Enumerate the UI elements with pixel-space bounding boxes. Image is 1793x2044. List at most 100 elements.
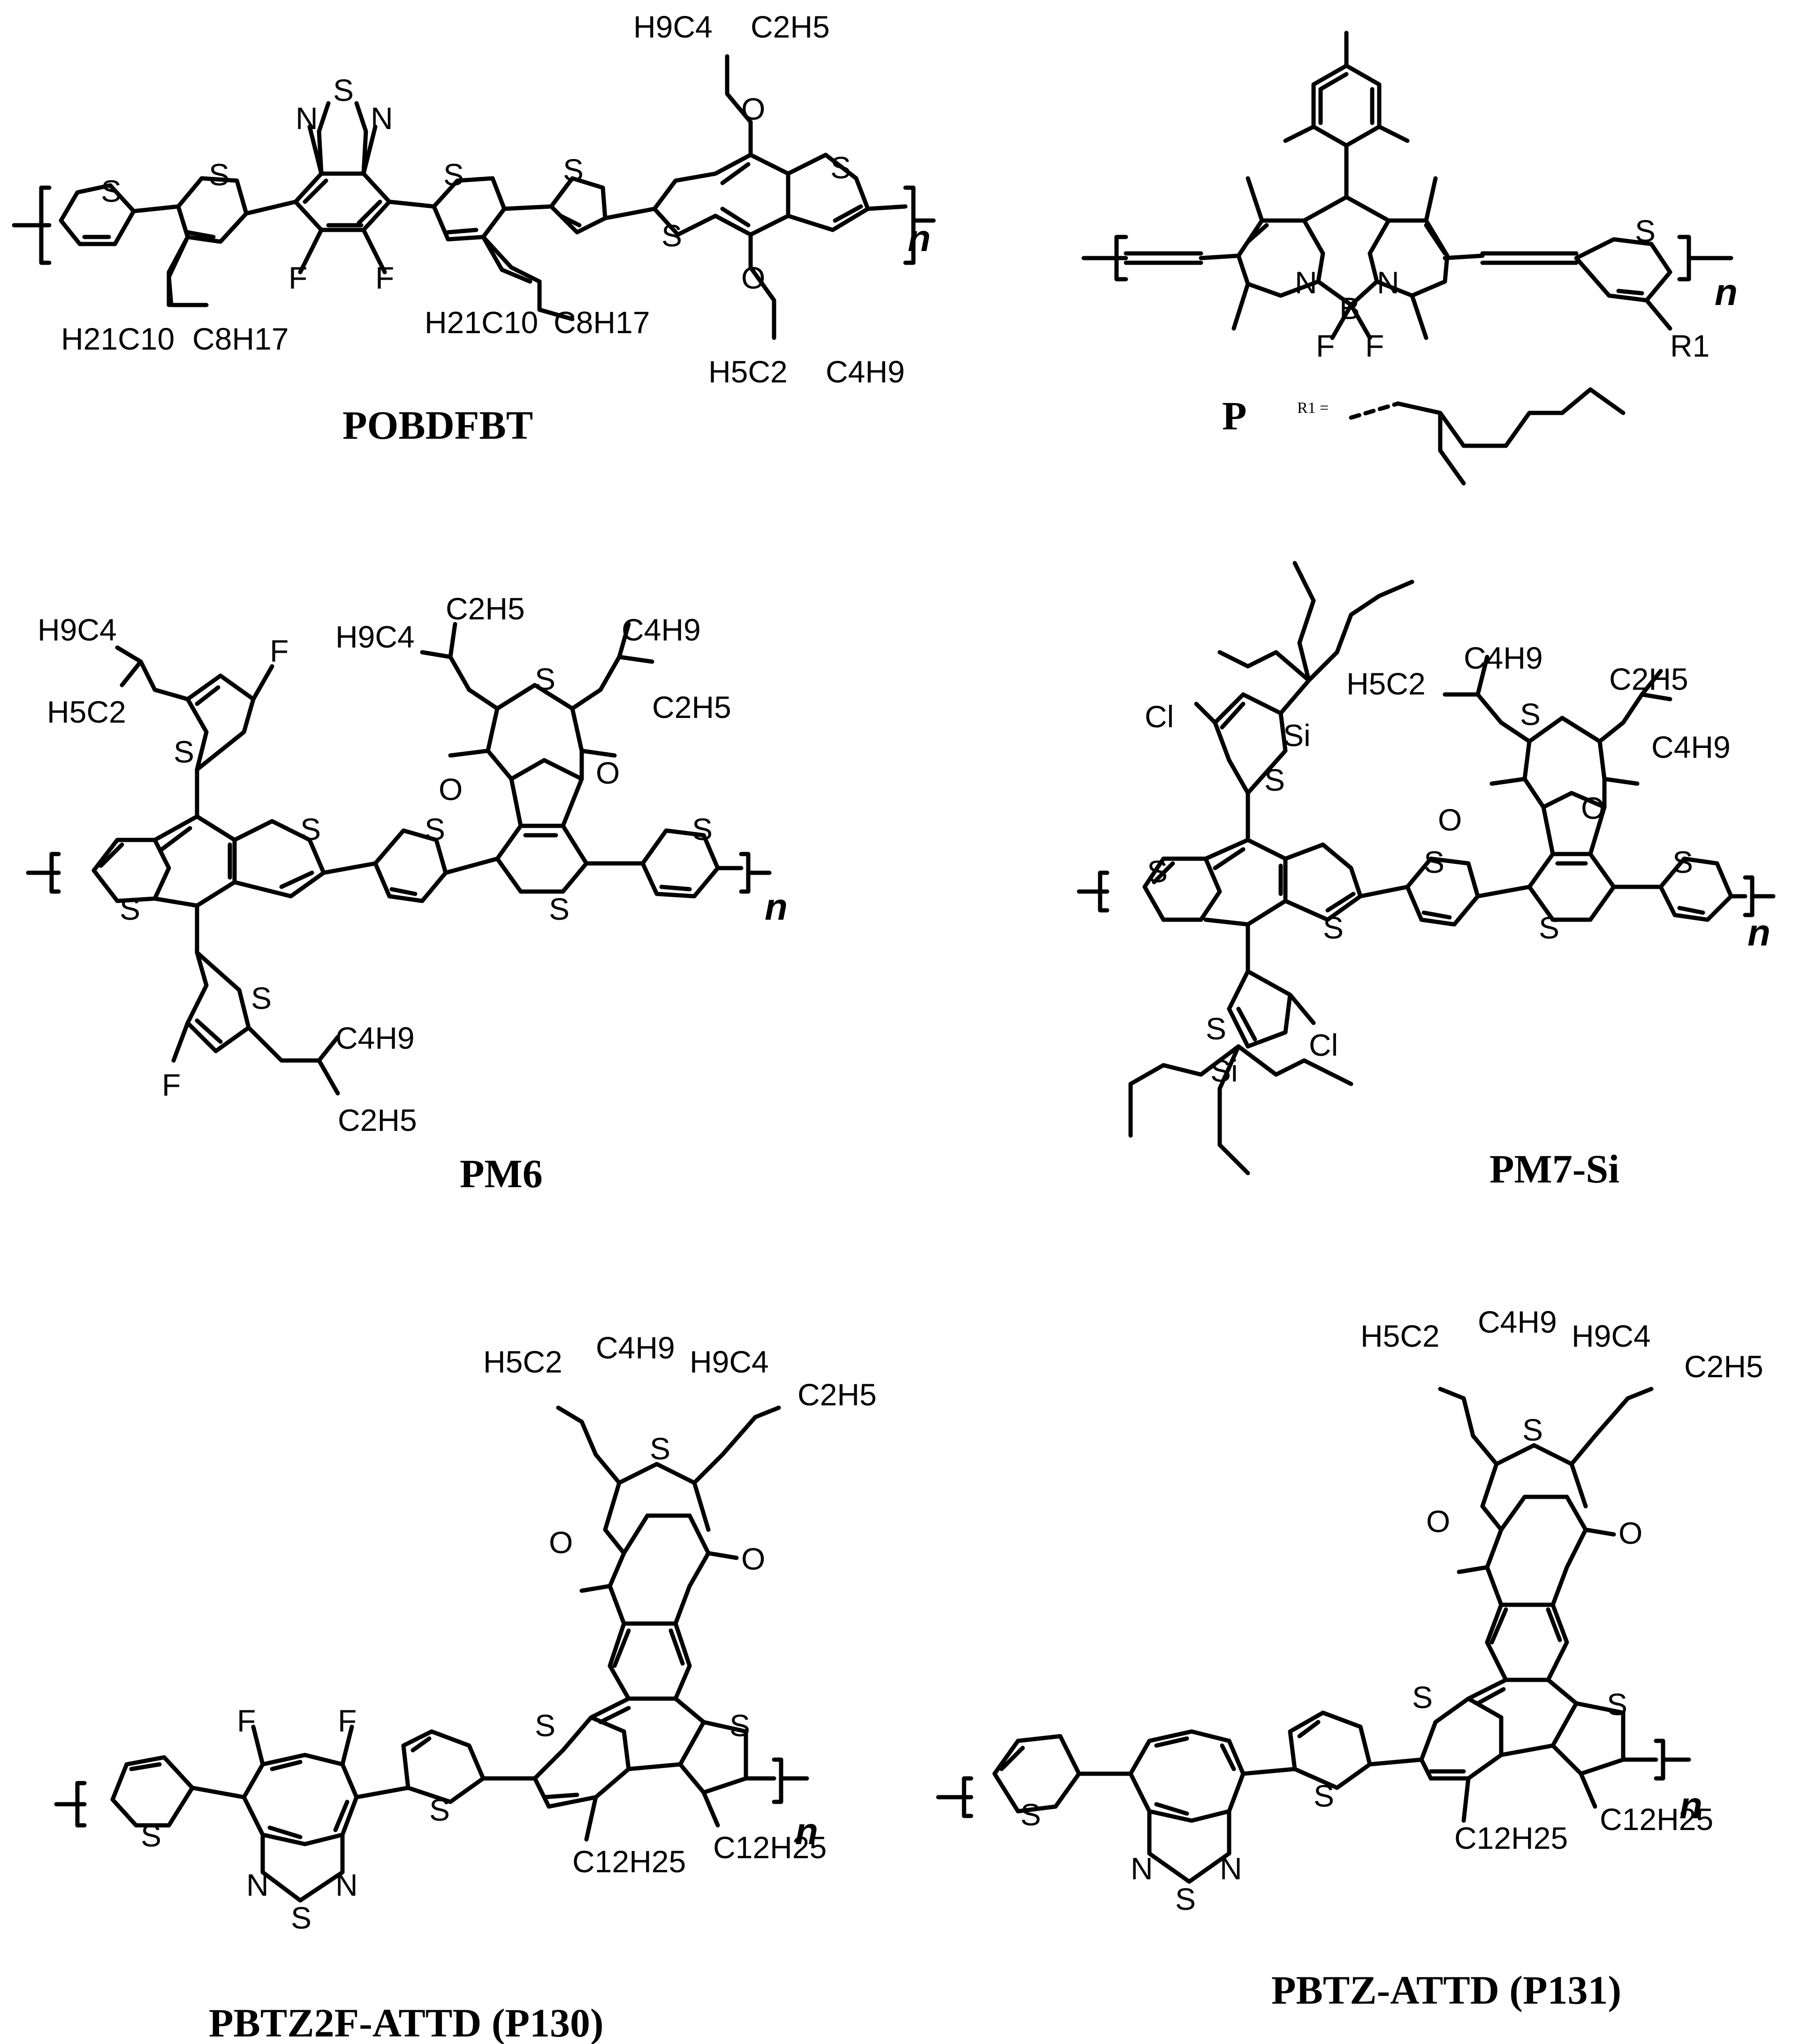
pobdfbt-group: H21C10 <box>61 321 175 356</box>
pbtz-group: C2H5 <box>1684 1349 1763 1384</box>
structure-pobdfbt: S S N S N F F S S S S O O H21C10 C8H17 H… <box>12 9 936 448</box>
pbtz-atom-s: S <box>1412 1680 1433 1715</box>
pobdfbt-backbone <box>12 120 936 307</box>
pm6-backbone <box>26 683 772 955</box>
pbtz-group: C12H25 <box>1454 1821 1568 1855</box>
pm6-atom-o: O <box>596 755 620 790</box>
pm7si-atom-s: S <box>1206 1011 1226 1046</box>
pbtz-atom-o: O <box>1618 1516 1642 1550</box>
pobdfbt-repeat-n: n <box>908 217 931 259</box>
pbtz2f-repeat-n: n <box>795 1810 818 1852</box>
pm7si-group: H5C2 <box>1346 666 1426 701</box>
pm7si-atom-s: S <box>1147 854 1168 889</box>
pbtz2f-atom-s: S <box>650 1431 670 1466</box>
pbtz-atom-s: S <box>1314 1778 1334 1813</box>
p-repeat-n: n <box>1715 271 1738 313</box>
pm7si-atom-cl: Cl <box>1309 1028 1338 1062</box>
pbtz2f-atom-f: F <box>237 1703 256 1738</box>
p-substituent-label: R1 = <box>1297 399 1329 417</box>
p-backbone <box>1081 31 1733 340</box>
pbtz-name: PBTZ-ATTD (P131) <box>1271 1968 1621 2013</box>
pbtz-repeat-n: n <box>1679 1785 1702 1826</box>
pm6-atom-s: S <box>549 892 570 926</box>
pbtz2f-atom-s: S <box>141 1818 161 1853</box>
pm7si-repeat-n: n <box>1747 912 1770 953</box>
pm6-group: C2H5 <box>446 591 525 626</box>
pobdfbt-atom-f: F <box>289 260 307 295</box>
structure-pbtz2f-attd: F F S N S N S S S S O O H5C2 C4H9 H9C4 C… <box>54 1330 877 2044</box>
pm7si-atom-si: Si <box>1283 718 1311 753</box>
pobdfbt-group: C2H5 <box>751 9 830 44</box>
pm7si-atom-s: S <box>1264 763 1285 797</box>
pm6-atom-f: F <box>270 633 289 668</box>
pobdfbt-group: C8H17 <box>554 305 650 340</box>
pbtz2f-atom-s: S <box>291 1900 311 1935</box>
pm6-atom-s: S <box>174 734 194 769</box>
pbtz2f-name: PBTZ2F-ATTD (P130) <box>209 2000 604 2044</box>
pm6-group: H5C2 <box>47 694 126 729</box>
pbtz-atom-s: S <box>1175 1882 1196 1916</box>
pbtz2f-group: H9C4 <box>690 1344 769 1379</box>
pbtz-atom-s: S <box>1522 1412 1543 1447</box>
p-atom-n: N <box>1377 265 1399 300</box>
pbtz2f-group: C2H5 <box>798 1377 877 1412</box>
pm6-repeat-n: n <box>765 886 788 928</box>
pm7si-atom-s: S <box>1424 845 1444 879</box>
pobdfbt-group: H9C4 <box>633 9 713 44</box>
pbtz-atom-s: S <box>1607 1687 1627 1722</box>
pbtz-atom-o: O <box>1426 1504 1450 1539</box>
pm6-thienyl-side <box>115 622 654 1096</box>
pobdfbt-group: H5C2 <box>708 354 788 389</box>
pbtz2f-atom-s: S <box>429 1792 450 1827</box>
pm7si-atom-o: O <box>1581 791 1605 825</box>
p-atom-b: B <box>1339 291 1360 326</box>
pobdfbt-atom-n: N <box>371 101 393 136</box>
pm6-atom-s: S <box>300 812 321 847</box>
pbtz-group: C4H9 <box>1478 1304 1557 1339</box>
p-atom-f: F <box>1365 328 1384 363</box>
pbtz2f-atom-n: N <box>246 1868 269 1902</box>
pm7si-name: PM7-Si <box>1489 1146 1619 1191</box>
pm7si-atom-s: S <box>1323 910 1344 945</box>
pbtz2f-group: C4H9 <box>596 1330 675 1365</box>
pbtz2f-group: C12H25 <box>572 1844 686 1879</box>
pobdfbt-atom-o: O <box>741 260 765 295</box>
pobdfbt-group: H21C10 <box>425 305 538 340</box>
p-r1-substituent <box>1349 401 1400 420</box>
pobdfbt-group: C8H17 <box>192 321 289 356</box>
pm7si-group: C4H9 <box>1464 641 1543 675</box>
pm7si-atom-cl: Cl <box>1145 699 1174 734</box>
pm6-atom-o: O <box>439 772 463 807</box>
pbtz-group: H9C4 <box>1572 1319 1651 1353</box>
pm6-group: C4H9 <box>335 1021 415 1055</box>
pm7si-atom-s: S <box>1672 845 1693 879</box>
pm6-atom-s: S <box>120 892 140 926</box>
pbtz-backbone <box>936 1387 1691 1884</box>
pobdfbt-atom-s: S <box>209 157 229 192</box>
pbtz2f-atom-f: F <box>338 1703 357 1738</box>
pm7si-atom-o: O <box>1438 802 1462 837</box>
structure-pbtz-attd: S N S N S S S S O O H5C2 C4H9 H9C4 C2H5 … <box>936 1304 1763 2013</box>
p-atom-f: F <box>1316 328 1335 363</box>
pobdfbt-side-chains <box>167 54 776 340</box>
p-name: P <box>1222 393 1247 438</box>
pobdfbt-atom-n: N <box>296 101 318 136</box>
pbtz2f-atom-s: S <box>729 1708 750 1743</box>
structure-pm6: F S S S S S S S F O O S H9C4 H5C2 H9C4 C… <box>26 591 788 1196</box>
pm6-atom-f: F <box>162 1068 181 1102</box>
pm7si-atom-si: Si <box>1210 1053 1238 1088</box>
pbtz-atom-n: N <box>1131 1851 1153 1886</box>
pbtz2f-atom-o: O <box>549 1525 573 1560</box>
pobdfbt-atom-s: S <box>101 174 122 208</box>
structure-p: N B N F F S R1 n P R1 = <box>1081 31 1738 486</box>
pm6-group: C4H9 <box>622 612 701 647</box>
p-atom-s: S <box>1635 214 1656 248</box>
pbtz2f-group: C12H25 <box>713 1830 827 1865</box>
pm7si-side-groups <box>1128 561 1672 1175</box>
pm6-group: H9C4 <box>38 612 117 647</box>
pm6-group: C2H5 <box>652 690 731 725</box>
pobdfbt-atom-s: S <box>563 153 584 187</box>
pm7si-group: C2H5 <box>1609 662 1688 696</box>
p-atom-n: N <box>1295 265 1317 300</box>
